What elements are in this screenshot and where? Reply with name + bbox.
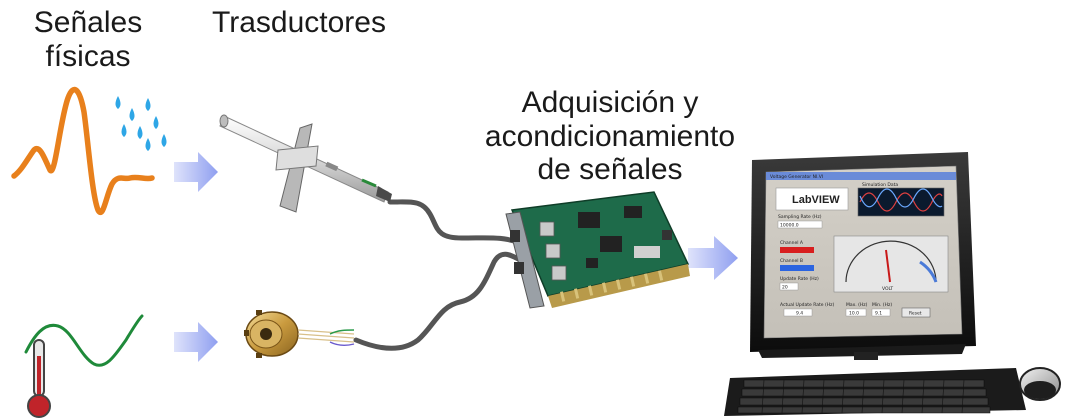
label-physical-signals: Señales físicas xyxy=(33,6,143,73)
labview-logo: LabVIEW xyxy=(792,194,840,206)
screen-min-label: Min. (Hz) xyxy=(872,302,892,308)
arrow-signal-to-transducer-top xyxy=(174,152,218,192)
screen-update-rate-value: 20 xyxy=(782,285,788,291)
screen-actual-update-label: Actual Update Rate (Hz) xyxy=(780,302,835,308)
screen-update-rate-label: Update Rate (Hz) xyxy=(780,276,819,282)
screen-channel-b-label: Channel B xyxy=(780,258,803,264)
screen-sampling-rate-value: 10000.0 xyxy=(780,223,799,229)
screen-min-value: 9.1 xyxy=(875,311,882,317)
label-acquisition-conditioning: Adquisición y acondicionamiento de señal… xyxy=(484,86,736,187)
thermometer-icon xyxy=(27,339,51,418)
green-signal-wave xyxy=(24,314,144,367)
screen-max-value: 10.0 xyxy=(849,311,859,317)
orange-signal-wave xyxy=(11,86,155,215)
label-transducers: Trasductores xyxy=(212,6,386,39)
top-sensor-cable xyxy=(387,199,527,247)
humidity-probe-transducer xyxy=(219,114,392,213)
temperature-sensor-transducer xyxy=(244,310,355,358)
screen-chart-title: Simulation Data xyxy=(862,182,898,188)
mouse xyxy=(1019,367,1061,401)
bottom-sensor-cable xyxy=(353,251,527,351)
screen-sampling-rate-label: Sampling Rate (Hz) xyxy=(778,214,822,220)
screen-window-title: Voltage Generator NI.VI xyxy=(770,174,823,180)
arrow-signal-to-transducer-bottom xyxy=(174,322,218,362)
screen-actual-update-value: 9.4 xyxy=(796,311,803,317)
screen-reset-button: Reset xyxy=(909,311,922,317)
data-acquisition-board xyxy=(505,191,690,309)
screen-max-label: Max. (Hz) xyxy=(846,302,868,308)
screen-channel-a-label: Channel A xyxy=(780,240,804,246)
keyboard xyxy=(724,368,1026,416)
labview-screen: Voltage Generator NI.VI LabVIEW Simulati… xyxy=(763,165,963,339)
screen-meter-unit: VOLT xyxy=(882,286,893,292)
arrow-daq-to-computer xyxy=(688,236,738,280)
water-drops-icon xyxy=(115,96,167,151)
